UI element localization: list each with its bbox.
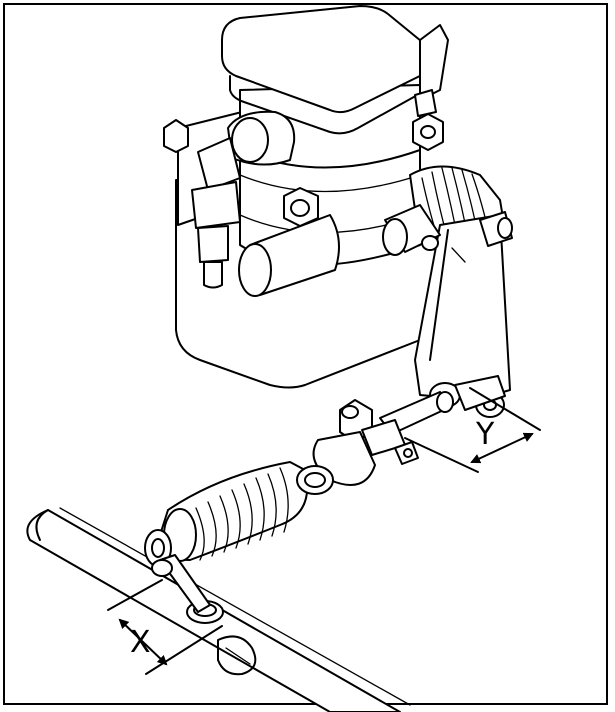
right-top-nut [412, 113, 444, 151]
left-nut [163, 119, 189, 153]
lever-pin [382, 204, 441, 256]
dimension-y [404, 387, 541, 473]
dimension-x-label: X [130, 625, 151, 660]
elbow-fitting [191, 110, 296, 289]
center-nut [283, 187, 319, 227]
housing-body [175, 5, 449, 389]
dimension-y-label: Y [475, 417, 495, 452]
coil-spring [158, 461, 334, 562]
spring-hook [144, 529, 211, 613]
dimension-x [107, 579, 223, 675]
